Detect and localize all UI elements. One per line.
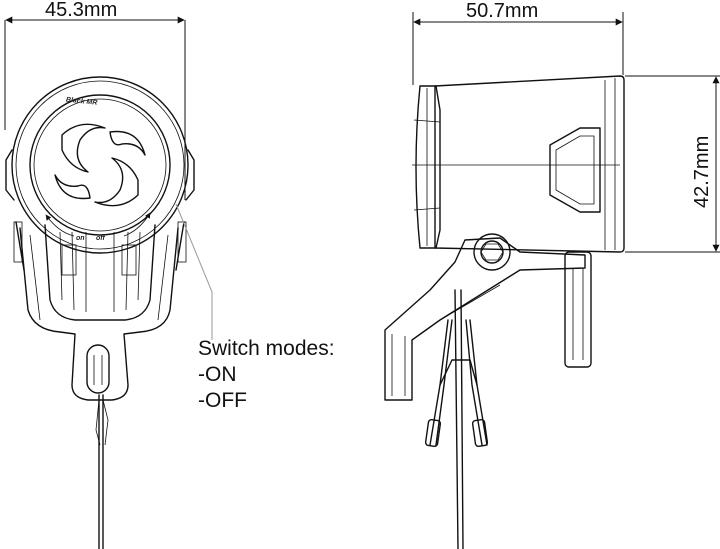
front-logo-text: Black MR (66, 97, 98, 107)
front-view: 45.3mm Black MR on (4, 0, 195, 549)
side-view: 50.7mm 42.7mm (384, 0, 720, 549)
switch-modes-callout: Switch modes: -ON -OFF (198, 337, 335, 412)
switch-off-label: off (96, 235, 105, 242)
front-width-label: 45.3mm (45, 0, 117, 21)
side-length-label: 50.7mm (466, 0, 538, 22)
bolt-icon (473, 233, 511, 271)
front-cable (98, 394, 104, 549)
side-mount-arm (384, 237, 586, 401)
switch-on-label: on (76, 235, 85, 242)
side-length-dimension: 50.7mm (412, 0, 624, 85)
callout-option-off: -OFF (198, 389, 247, 412)
side-cables (424, 289, 489, 549)
callout-title: Switch modes: (198, 337, 335, 360)
switch-arrow-right-icon (123, 212, 151, 237)
side-height-label: 42.7mm (691, 136, 713, 208)
front-bracket (19, 227, 179, 401)
side-clamp (564, 251, 592, 368)
side-housing (434, 75, 625, 253)
side-height-dimension: 42.7mm (625, 75, 720, 253)
callout-option-on: -ON (198, 363, 237, 386)
swirl-logo-icon (54, 123, 146, 207)
switch-arrow-left-icon (45, 214, 75, 237)
front-slot (86, 344, 110, 394)
callout-leader (175, 203, 213, 340)
front-outer-ring (11, 76, 189, 254)
side-bezel (415, 85, 441, 249)
front-lens (29, 94, 171, 236)
front-width-dimension: 45.3mm (4, 0, 186, 200)
side-window (549, 127, 601, 213)
